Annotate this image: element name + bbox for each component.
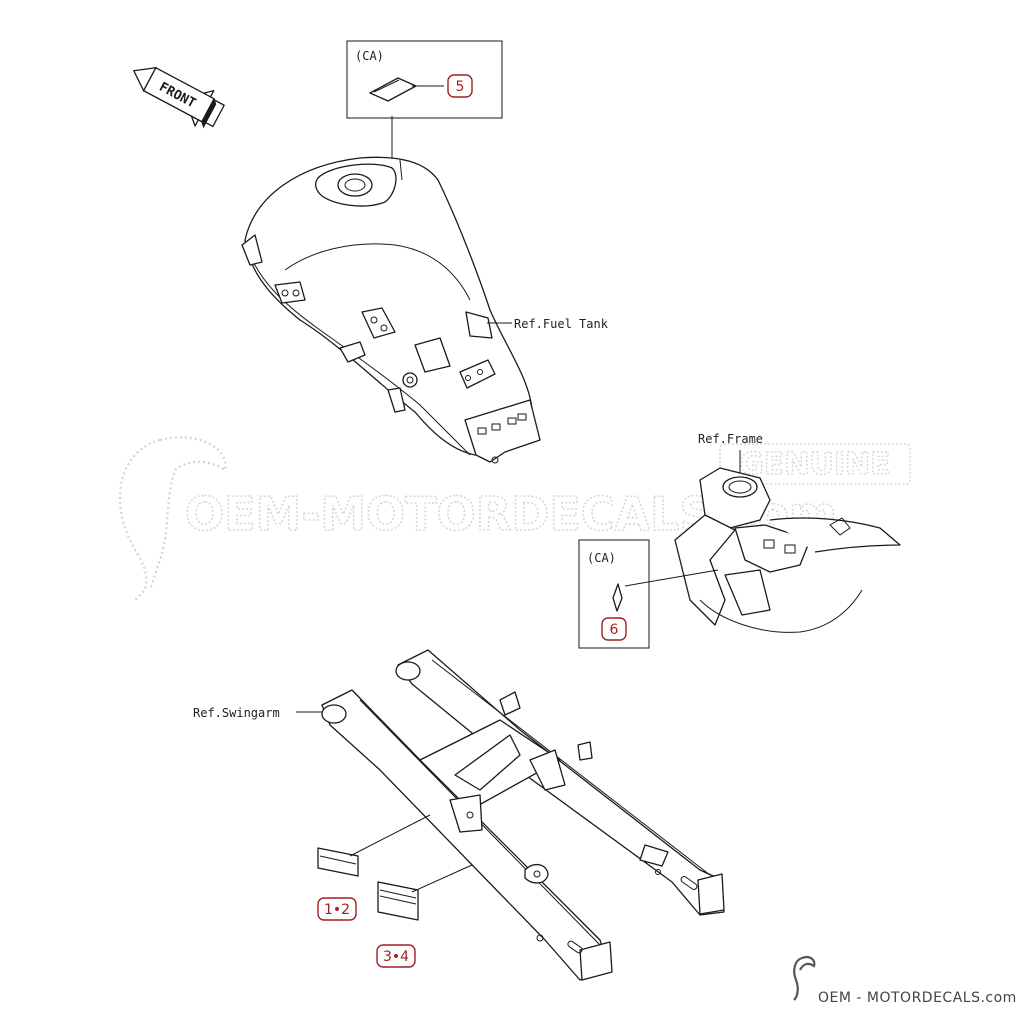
frame: Ref.Frame: [674, 432, 901, 633]
swingarm: Ref.Swingarm 1•2: [193, 649, 725, 981]
decal-3-4-shape: [377, 881, 419, 921]
frame-inset: (CA) 6: [578, 539, 719, 649]
brand-footer: OEM - MOTORDECALS.com: [793, 956, 1017, 1006]
inset-tag: (CA): [587, 551, 616, 565]
brand-bird-icon: [793, 956, 816, 1001]
callout-1-2[interactable]: [317, 897, 357, 921]
brand-text: OEM - MOTORDECALS.com: [818, 990, 1017, 1006]
callout-5-label: 5: [456, 79, 465, 95]
watermark-badge-frame: [719, 443, 911, 485]
decal-6-shape: [612, 583, 623, 612]
callout-6-label: 6: [610, 622, 619, 638]
ref-frame-label: Ref.Frame: [698, 432, 763, 446]
decal-1-2-shape: [317, 847, 359, 877]
inset-frame: [346, 40, 503, 119]
watermark-badge: GENUINE: [739, 447, 890, 482]
watermark-bird-icon: [118, 436, 227, 601]
front-direction-arrow: FRONT: [132, 66, 225, 129]
callout-3-4-label: 3•4: [383, 949, 409, 965]
callout-1-2-label: 1•2: [324, 902, 350, 918]
inset-tag: (CA): [355, 49, 384, 63]
ref-fuel-tank-label: Ref.Fuel Tank: [514, 317, 609, 331]
fuel-tank-inset: (CA) 5: [346, 40, 503, 220]
fuel-tank: Ref.Fuel Tank: [241, 156, 609, 464]
callout-3-4[interactable]: [376, 944, 416, 968]
callout-5[interactable]: [447, 74, 473, 98]
ref-swingarm-label: Ref.Swingarm: [193, 706, 280, 720]
callout-6[interactable]: [601, 617, 627, 641]
